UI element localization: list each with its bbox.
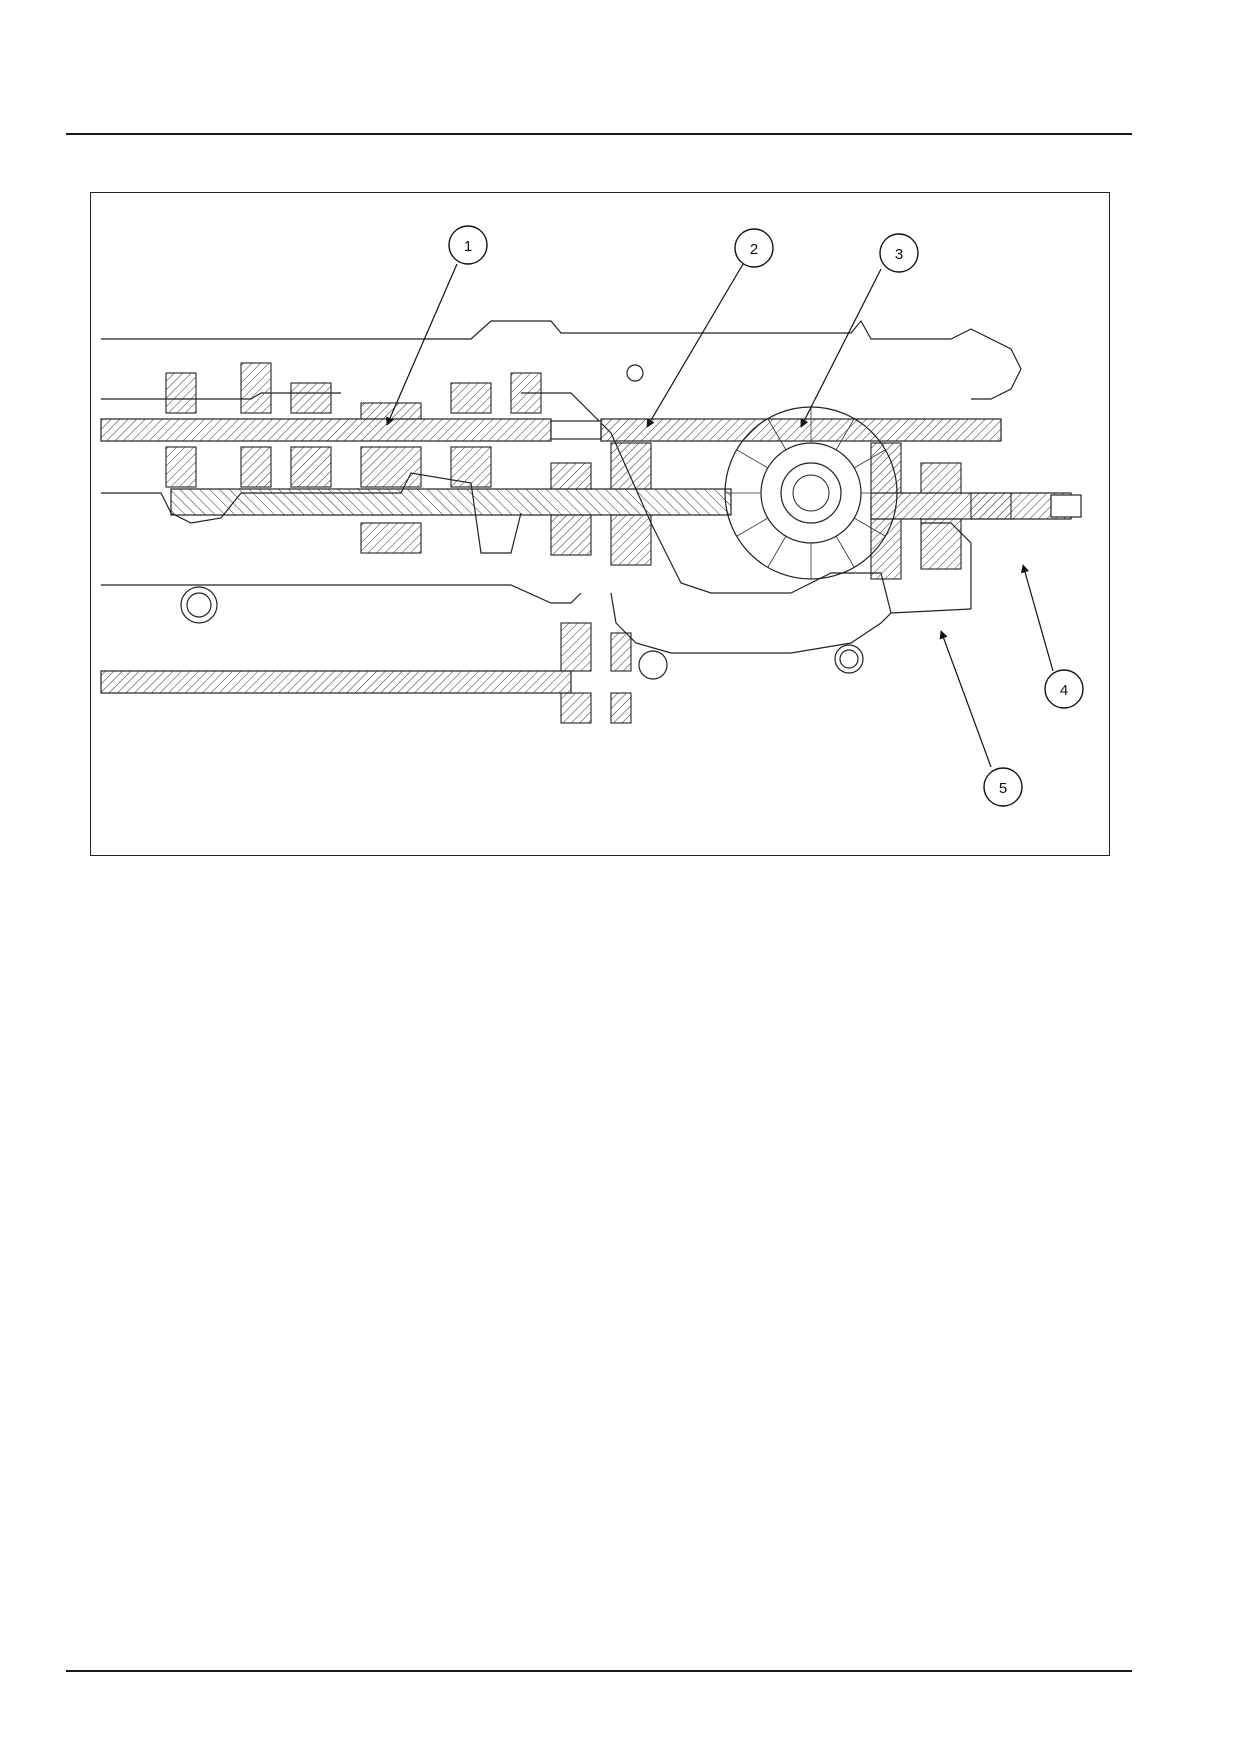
callout-4-label: 4 [1060,682,1068,699]
callout-1-label: 1 [464,238,472,255]
callout-5: 5 [983,767,1023,807]
pto-shaft [600,418,1002,442]
gear-assemblies [165,362,1012,724]
crown-wheel [724,406,898,580]
callout-1: 1 [448,225,488,265]
header-rule [66,133,1132,135]
main-shaft [170,488,732,516]
callout-2: 2 [734,228,774,268]
output-shaft-spline [1050,494,1082,518]
lower-shaft [100,670,572,694]
shaft-coupling [550,420,602,440]
transmission-cross-section-figure: 1 2 3 4 5 [90,192,1110,856]
cross-section-drawing: 1 2 3 4 5 [100,225,1084,807]
callout-2-label: 2 [750,241,758,258]
footer-rule [66,1670,1132,1672]
callout-3: 3 [879,233,919,273]
callout-3-label: 3 [895,246,903,263]
input-shaft [100,418,552,442]
callout-4: 4 [1044,669,1084,709]
callouts: 1 2 3 4 5 [448,225,1084,807]
leader-lines [386,263,1054,768]
bearing-holes [180,364,864,680]
callout-5-label: 5 [999,780,1007,797]
